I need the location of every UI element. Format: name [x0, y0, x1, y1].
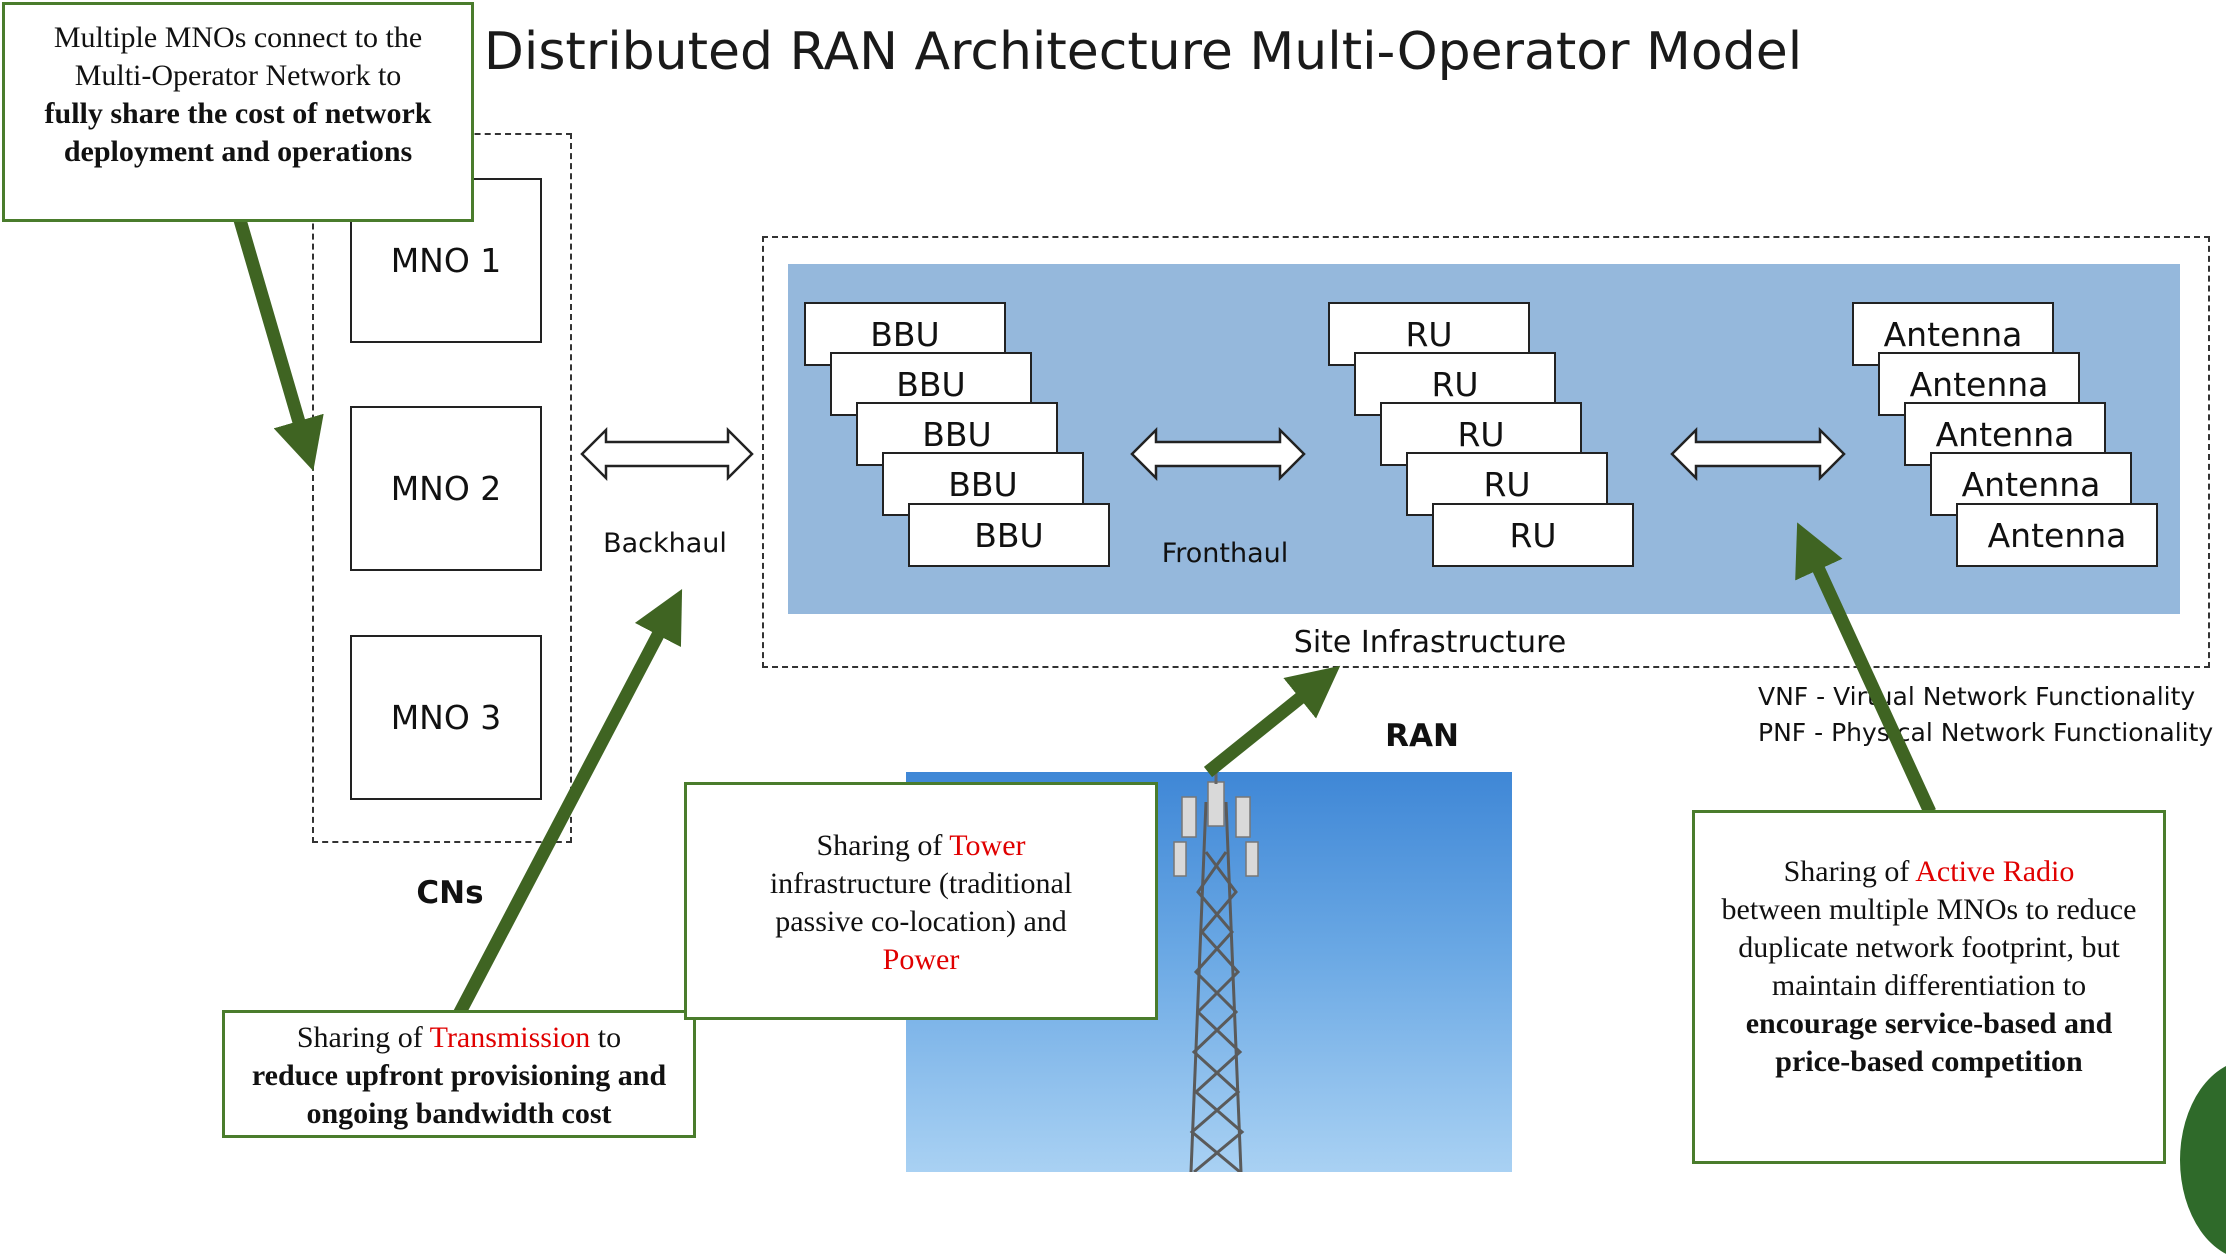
ran-label: RAN — [1385, 718, 1459, 754]
backhaul-arrow — [580, 426, 754, 482]
tower-callout: Sharing of Tower infrastructure (traditi… — [684, 782, 1158, 1020]
mno-callout-line2: Multi-Operator Network to — [74, 59, 402, 92]
transmission-bold: reduce upfront provisioning and ongoing … — [251, 1059, 667, 1130]
transmission-callout: Sharing of Transmission to reduce upfron… — [222, 1010, 696, 1138]
radio-callout-arrow — [1795, 522, 1936, 815]
tower-highlight-2: Power — [882, 943, 960, 976]
cns-label: CNs — [416, 875, 484, 911]
site-infrastructure-label: Site Infrastructure — [1293, 625, 1567, 660]
bbu-card: BBU — [804, 302, 1006, 366]
bbu-card: BBU — [908, 503, 1110, 567]
transmission-highlight: Transmission — [429, 1021, 591, 1054]
transmission-prefix: Sharing of — [296, 1021, 423, 1054]
mno-callout-bold: fully share the cost of network deployme… — [44, 97, 432, 168]
radio-link-arrow — [1670, 426, 1846, 482]
ru-card: RU — [1432, 503, 1634, 567]
backhaul-label: Backhaul — [603, 528, 727, 559]
mno-callout: Multiple MNOs connect to the Multi-Opera… — [2, 2, 474, 222]
radio-callout: Sharing of Active Radio between multiple… — [1692, 810, 2166, 1164]
mno-3-box: MNO 3 — [350, 635, 542, 800]
arrows-layer — [233, 218, 1936, 1020]
legend-pnf: PNF - Physical Network Functionality — [1758, 718, 2214, 747]
tower-illustration — [1173, 772, 1259, 1172]
radio-highlight: Active Radio — [1915, 855, 2075, 888]
mno-2-box: MNO 2 — [350, 406, 542, 571]
mno-callout-line1: Multiple MNOs connect to the — [53, 21, 423, 54]
tower-prefix: Sharing of — [816, 829, 943, 862]
radio-bold: encourage service-based and price-based … — [1745, 1007, 2113, 1078]
diagram-title: Distributed RAN Architecture Multi-Opera… — [483, 22, 1803, 82]
radio-middle: between multiple MNOs to reduce duplicat… — [1721, 893, 2137, 1002]
transmission-suffix: to — [597, 1021, 622, 1054]
ran-group — [762, 236, 2210, 668]
fronthaul-label: Fronthaul — [1161, 538, 1289, 569]
tower-middle: infrastructure (traditional passive co-l… — [769, 867, 1073, 938]
radio-prefix: Sharing of — [1783, 855, 1910, 888]
fronthaul-arrow — [1130, 426, 1306, 482]
tower-highlight: Tower — [949, 829, 1026, 862]
transmission-callout-arrow — [452, 588, 683, 1020]
mno-callout-arrow — [233, 218, 324, 471]
tower-callout-arrow — [1203, 665, 1341, 778]
antenna-card: Antenna — [1956, 503, 2158, 567]
legend-vnf: VNF - Virtual Network Functionality — [1758, 682, 2196, 711]
